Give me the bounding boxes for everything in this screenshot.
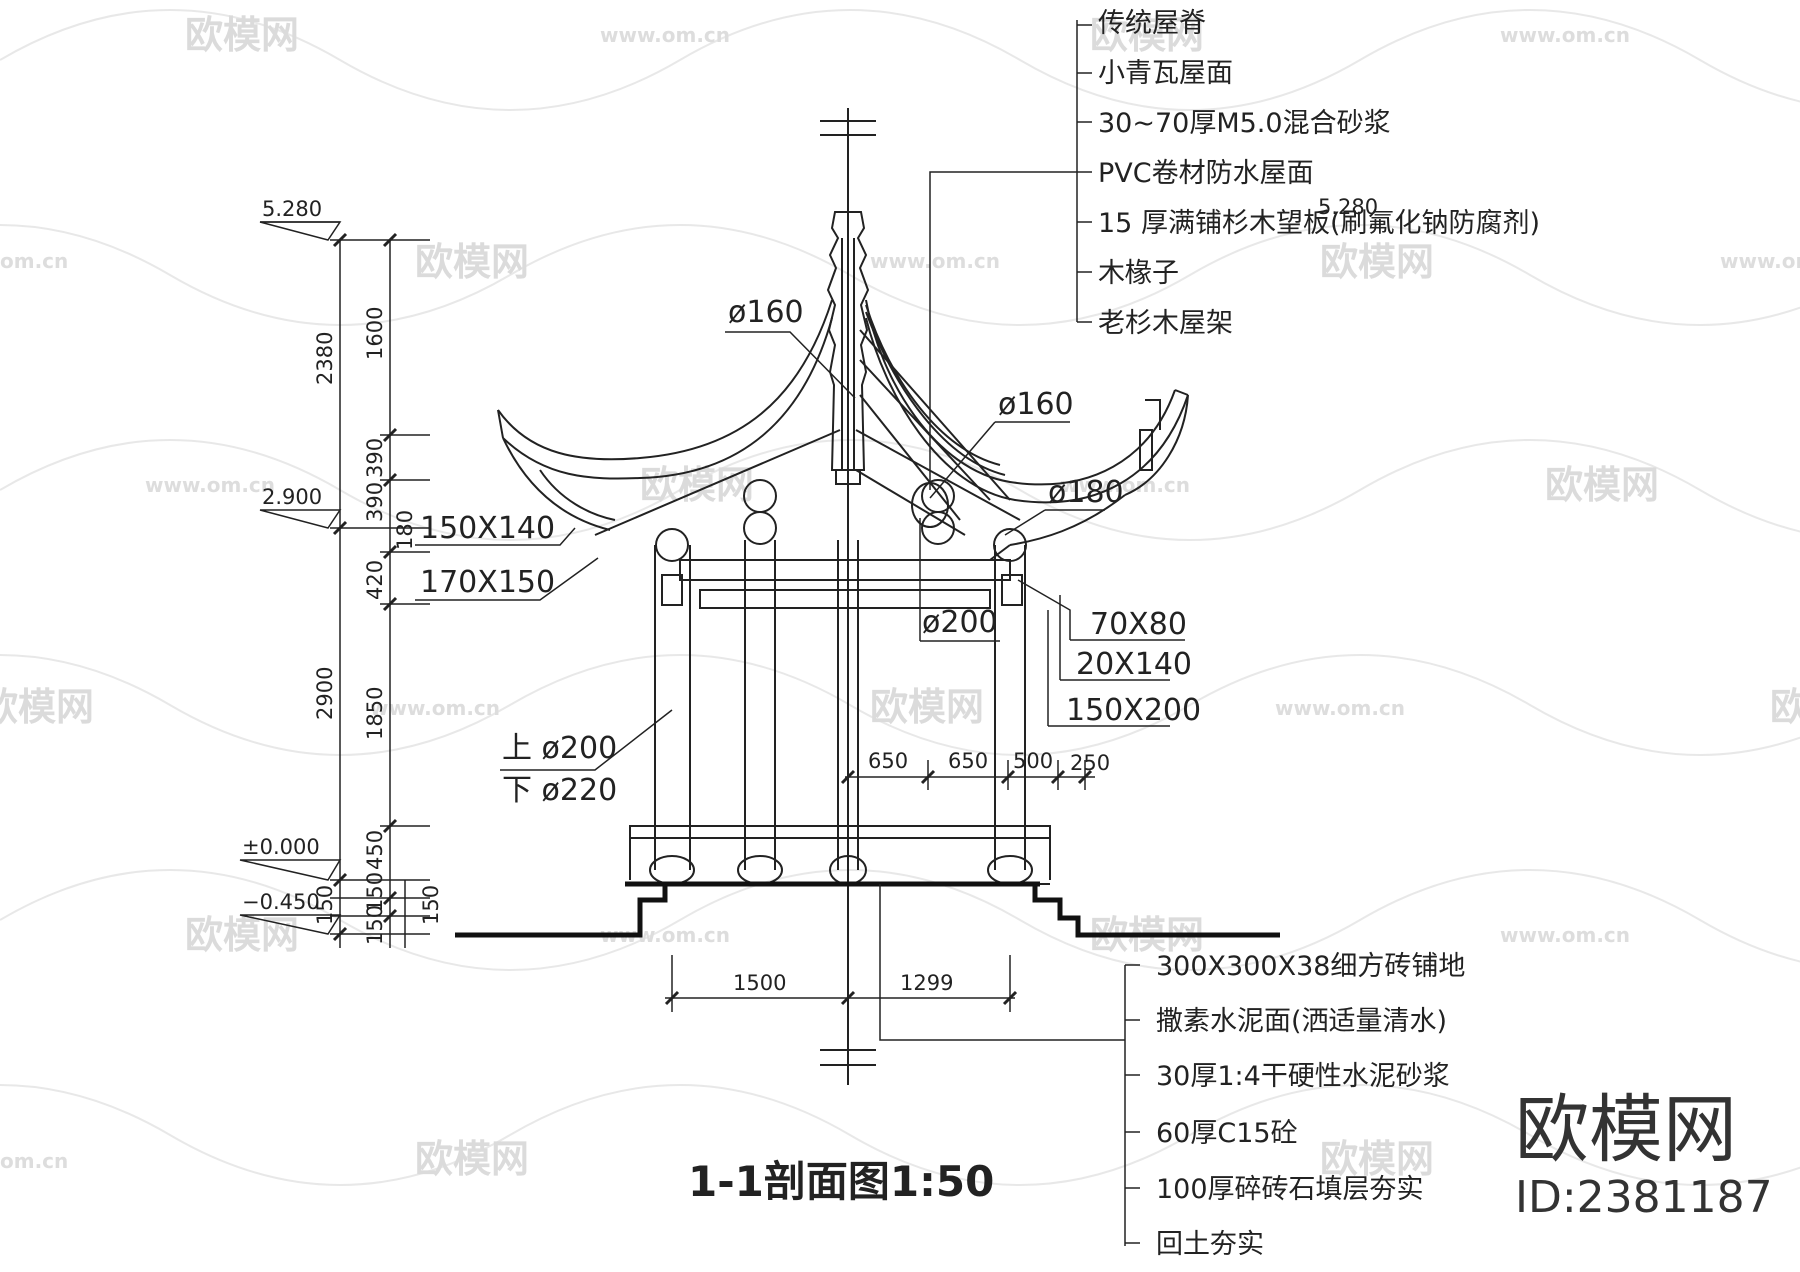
drawing-title: 1-1剖面图1:50 xyxy=(688,1157,994,1206)
watermark-url: www.om.cn xyxy=(1720,249,1800,273)
dim-650-b: 650 xyxy=(948,749,988,773)
watermark-text: 欧模网 xyxy=(1090,13,1204,57)
watermark-url: om.cn xyxy=(0,249,68,273)
callout-150x200: 150X200 xyxy=(1066,693,1201,728)
roof-layer-6: 木椽子 xyxy=(1098,258,1179,289)
floor-layer-1: 300X300X38细方砖铺地 xyxy=(1156,951,1465,982)
ghost-elevation: 5.280 xyxy=(1318,195,1378,219)
elevation-minus-0450: −0.450 xyxy=(242,890,320,914)
bottom-dimensions xyxy=(664,955,1018,1012)
watermark-text: 欧模网 xyxy=(415,1137,529,1181)
dim-2380: 2380 xyxy=(313,332,337,385)
dim-250: 250 xyxy=(1070,751,1110,775)
roof-layer-1: 传统屋脊 xyxy=(1098,8,1206,39)
floor-layer-4: 60厚C15砼 xyxy=(1156,1118,1298,1149)
watermark-url: www.om.cn xyxy=(370,696,500,720)
mid-dimension-labels: 650 650 500 250 xyxy=(868,749,1110,775)
callout-150x140: 150X140 xyxy=(420,511,555,546)
brand-id: ID:2381187 xyxy=(1515,1172,1773,1223)
dim-500: 500 xyxy=(1013,749,1053,773)
watermark-url: om.cn xyxy=(0,1149,68,1173)
pavilion-roof xyxy=(497,211,1189,561)
watermark-url: www.om.cn xyxy=(1275,696,1405,720)
watermark-text: 欧模网 xyxy=(1545,463,1659,507)
callout-d160-right: ø160 xyxy=(998,387,1074,422)
watermark-text: 欧模网 xyxy=(415,240,529,284)
dim-180: 180 xyxy=(393,510,417,550)
watermark-text: 欧模网 xyxy=(1770,685,1800,729)
dim-1600: 1600 xyxy=(363,307,387,360)
dim-2900: 2900 xyxy=(313,667,337,720)
roof-layer-7: 老杉木屋架 xyxy=(1098,308,1233,339)
left-dimensions xyxy=(239,221,430,948)
watermark-url: www.om.cn xyxy=(600,23,730,47)
watermark-text: 欧模网 xyxy=(0,685,94,729)
roof-layer-3: 30~70厚M5.0混合砂浆 xyxy=(1098,108,1391,139)
dim-1850: 1850 xyxy=(363,687,387,740)
platform-ground xyxy=(455,881,1280,938)
dim-150-c: 150 xyxy=(313,885,337,925)
watermark-url: www.om.cn xyxy=(145,473,275,497)
elevation-zero: ±0.000 xyxy=(242,835,320,859)
mid-dimensions xyxy=(840,760,1095,790)
callout-170x150: 170X150 xyxy=(420,565,555,600)
watermark-text: 欧模网 xyxy=(185,13,299,57)
callout-column-top: 上 ø200 xyxy=(502,731,617,766)
elevation-5280: 5.280 xyxy=(262,197,322,221)
floor-layer-6: 回土夯实 xyxy=(1156,1229,1264,1260)
floor-layers-leader xyxy=(879,884,1140,1246)
dim-150-a: 150 xyxy=(363,872,387,912)
watermark-text: 欧模网 xyxy=(185,913,299,957)
floor-layers: 300X300X38细方砖铺地 撒素水泥面(洒适量清水) 30厚1:4干硬性水泥… xyxy=(1156,951,1465,1260)
dim-1500: 1500 xyxy=(733,971,786,995)
roof-layer-5: 15 厚满铺杉木望板(刷氟化钠防腐剂) xyxy=(1098,208,1540,239)
floor-layer-2: 撒素水泥面(洒适量清水) xyxy=(1156,1006,1447,1037)
callout-d180: ø180 xyxy=(1048,475,1124,510)
watermark-text: 欧模网 xyxy=(1320,240,1434,284)
floor-layer-5: 100厚碎砖石填层夯实 xyxy=(1156,1174,1424,1205)
watermark-url: www.om.cn xyxy=(1500,923,1630,947)
watermark-text: 欧模网 xyxy=(870,685,984,729)
dim-420: 420 xyxy=(363,560,387,600)
watermark-url: www.om.cn xyxy=(1500,23,1630,47)
dim-390-b: 390 xyxy=(363,482,387,522)
brand-logo-text: 欧模网 xyxy=(1515,1087,1737,1173)
watermark-layer: 欧模网 www.om.cn 欧模网 www.om.cn om.cn 欧模网 ww… xyxy=(0,9,1800,1186)
bottom-dimension-labels: 1500 1299 xyxy=(733,971,953,995)
pavilion-frame xyxy=(629,479,1051,885)
floor-layer-3: 30厚1:4干硬性水泥砂浆 xyxy=(1156,1061,1450,1092)
dim-450: 450 xyxy=(363,830,387,870)
roof-layers: 传统屋脊 小青瓦屋面 30~70厚M5.0混合砂浆 PVC卷材防水屋面 15 厚… xyxy=(1098,8,1540,339)
dim-150-d: 150 xyxy=(419,885,443,925)
callout-20x140: 20X140 xyxy=(1076,647,1192,682)
dim-150-b: 150 xyxy=(363,905,387,945)
callouts: ø160 ø160 ø180 ø200 150X140 170X150 70X8… xyxy=(420,295,1201,808)
elevation-2900: 2.900 xyxy=(262,485,322,509)
callout-70x80: 70X80 xyxy=(1090,607,1187,642)
callout-d160-top: ø160 xyxy=(728,295,804,330)
dim-390-a: 390 xyxy=(363,438,387,478)
centerline xyxy=(820,108,876,1085)
callout-d200: ø200 xyxy=(922,605,998,640)
dim-650-a: 650 xyxy=(868,749,908,773)
roof-layers-leader xyxy=(929,20,1092,490)
dim-1299: 1299 xyxy=(900,971,953,995)
watermark-url: www.om.cn xyxy=(870,249,1000,273)
left-dimension-labels: 5.280 2.900 ±0.000 −0.450 2380 2900 1600… xyxy=(242,197,443,945)
watermark-url: www.om.cn xyxy=(1060,473,1190,497)
watermark-text: 欧模网 xyxy=(1320,1137,1434,1181)
callout-leaders xyxy=(415,331,1185,771)
callout-column-bottom: 下 ø220 xyxy=(502,773,617,808)
roof-layer-2: 小青瓦屋面 xyxy=(1098,58,1233,89)
roof-layer-4: PVC卷材防水屋面 xyxy=(1098,158,1314,189)
